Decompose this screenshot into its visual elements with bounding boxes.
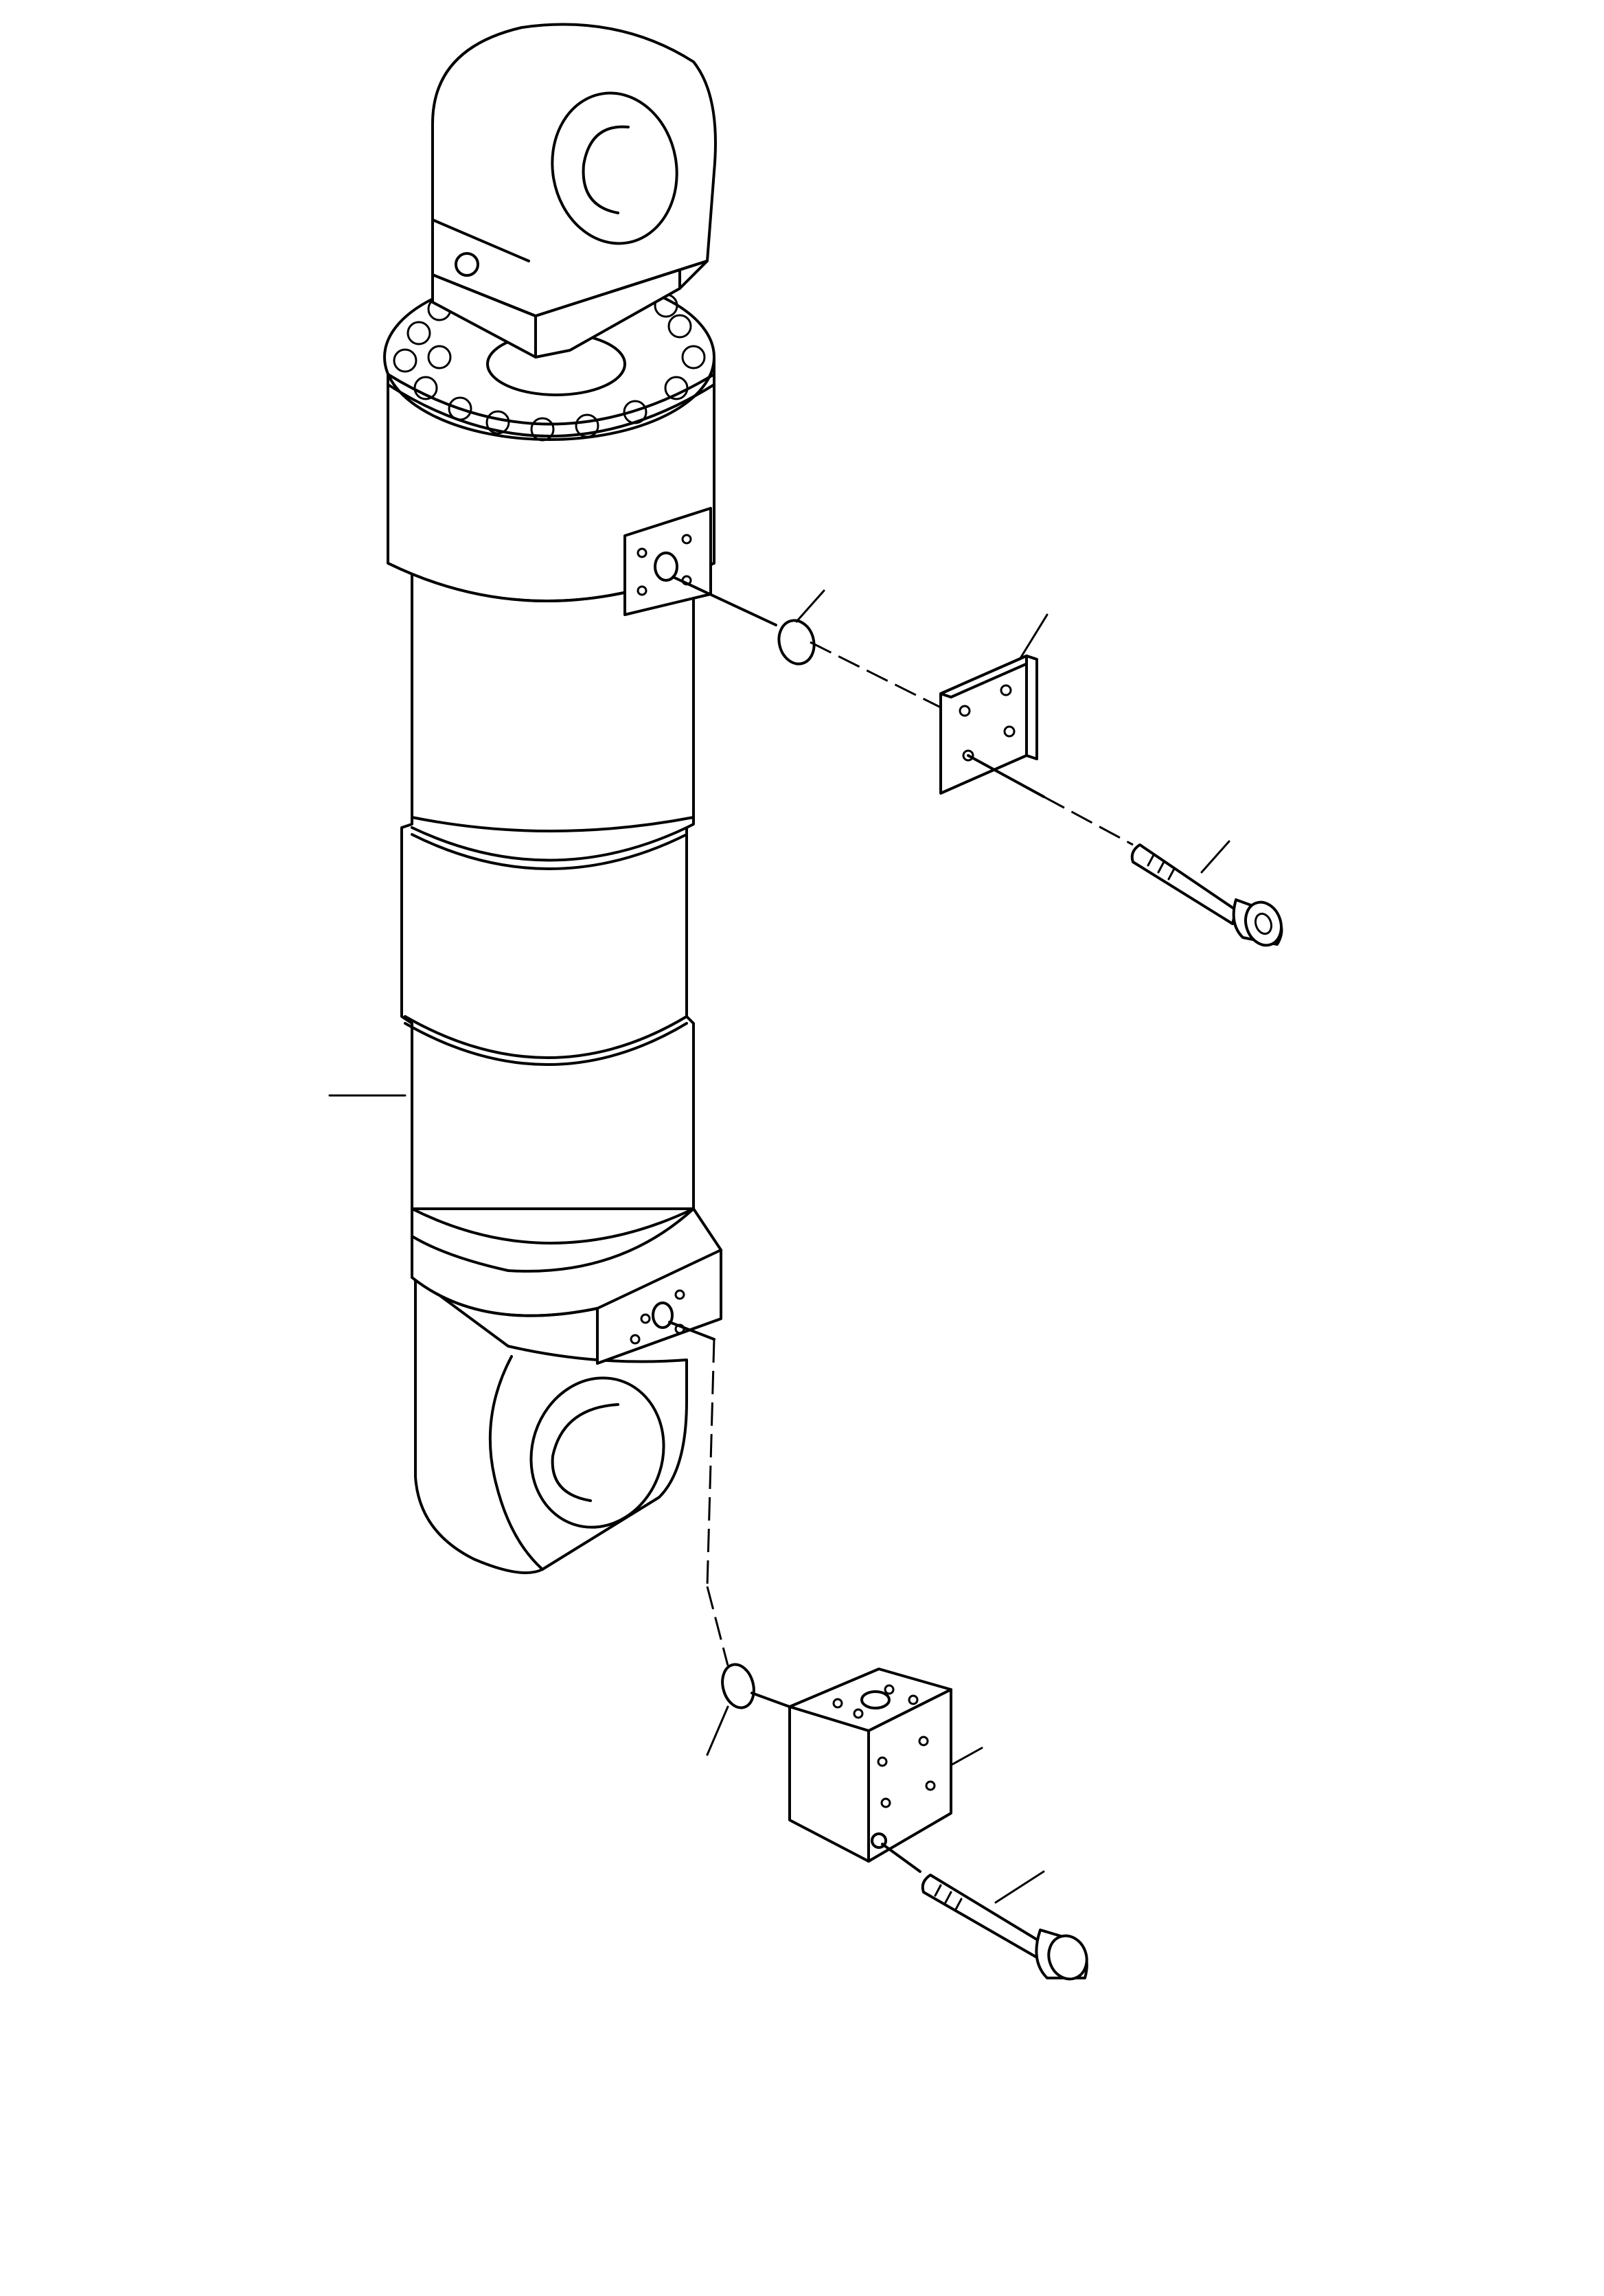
cylinder-barrel <box>400 562 695 1244</box>
o-ring-icon <box>706 1663 755 1756</box>
socket-head-bolt-icon <box>1130 840 1283 947</box>
upper-exploded-parts <box>672 576 1283 947</box>
lower-exploded-parts <box>668 1321 1088 1981</box>
lower-port-block <box>411 1207 722 1365</box>
hex-bolt-icon <box>921 1870 1088 1981</box>
valve-block-icon <box>788 1668 983 1863</box>
rod-eye <box>431 23 717 396</box>
head-bolts <box>393 293 706 442</box>
flange-plate-icon <box>939 613 1049 795</box>
o-ring-icon <box>777 589 825 666</box>
hydraulic-cylinder-icon <box>383 23 722 1574</box>
